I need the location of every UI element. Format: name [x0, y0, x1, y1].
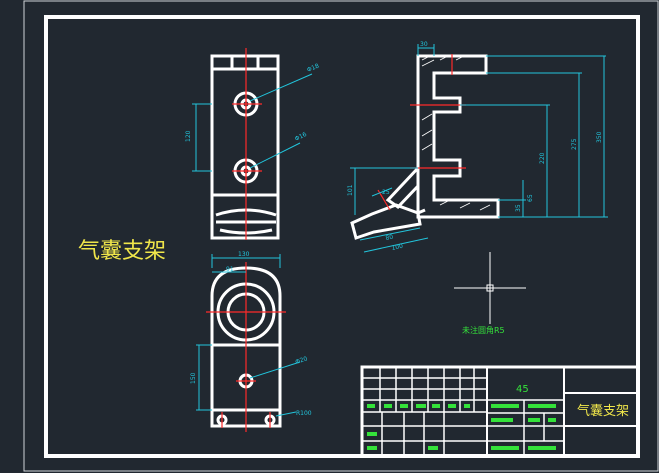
front-centerlines	[232, 48, 262, 240]
material-label: 45	[516, 384, 529, 395]
side-dim-h2: 275	[571, 138, 578, 150]
side-dim-b2: 100	[391, 243, 404, 252]
side-dim-h1: 350	[596, 131, 603, 143]
bottom-dim-r: R100	[296, 410, 312, 417]
bottom-dim-h: 150	[190, 372, 197, 384]
side-dimensions	[350, 44, 608, 253]
drawing-frame	[44, 15, 640, 458]
side-hatch	[421, 55, 491, 211]
outer-border	[23, 0, 659, 472]
drawing-title: 气囊支架	[78, 239, 166, 264]
ucs-crosshair	[454, 252, 526, 324]
side-centerlines	[377, 54, 466, 211]
note-text: 未注圆角R5	[462, 325, 505, 335]
title-block-small-marks	[367, 404, 556, 450]
front-dim-d2: Φ16	[294, 131, 308, 143]
part-name-label: 气囊支架	[577, 403, 629, 419]
side-dim-h4: 65	[527, 194, 534, 202]
front-dimensions	[192, 73, 313, 172]
bottom-dim-w1: 130	[238, 251, 250, 258]
side-dim-left1: 101	[347, 184, 354, 196]
side-view	[350, 54, 500, 240]
side-dim-h3: 220	[539, 152, 546, 164]
bottom-dimensions	[196, 254, 301, 417]
bottom-dim-w2: 91	[226, 266, 234, 273]
side-dim-b1: 80	[385, 233, 394, 241]
front-dim-v1: 120	[185, 130, 192, 142]
front-view	[210, 54, 280, 240]
front-dim-d1: Φ18	[306, 62, 320, 73]
side-dim-top: 30	[420, 41, 428, 48]
bottom-dim-d: Φ20	[294, 355, 308, 366]
side-dim-r1: 25	[382, 189, 390, 196]
side-dim-h5: 35	[515, 204, 522, 212]
bottom-centerlines	[206, 262, 286, 432]
title-block	[360, 365, 640, 458]
